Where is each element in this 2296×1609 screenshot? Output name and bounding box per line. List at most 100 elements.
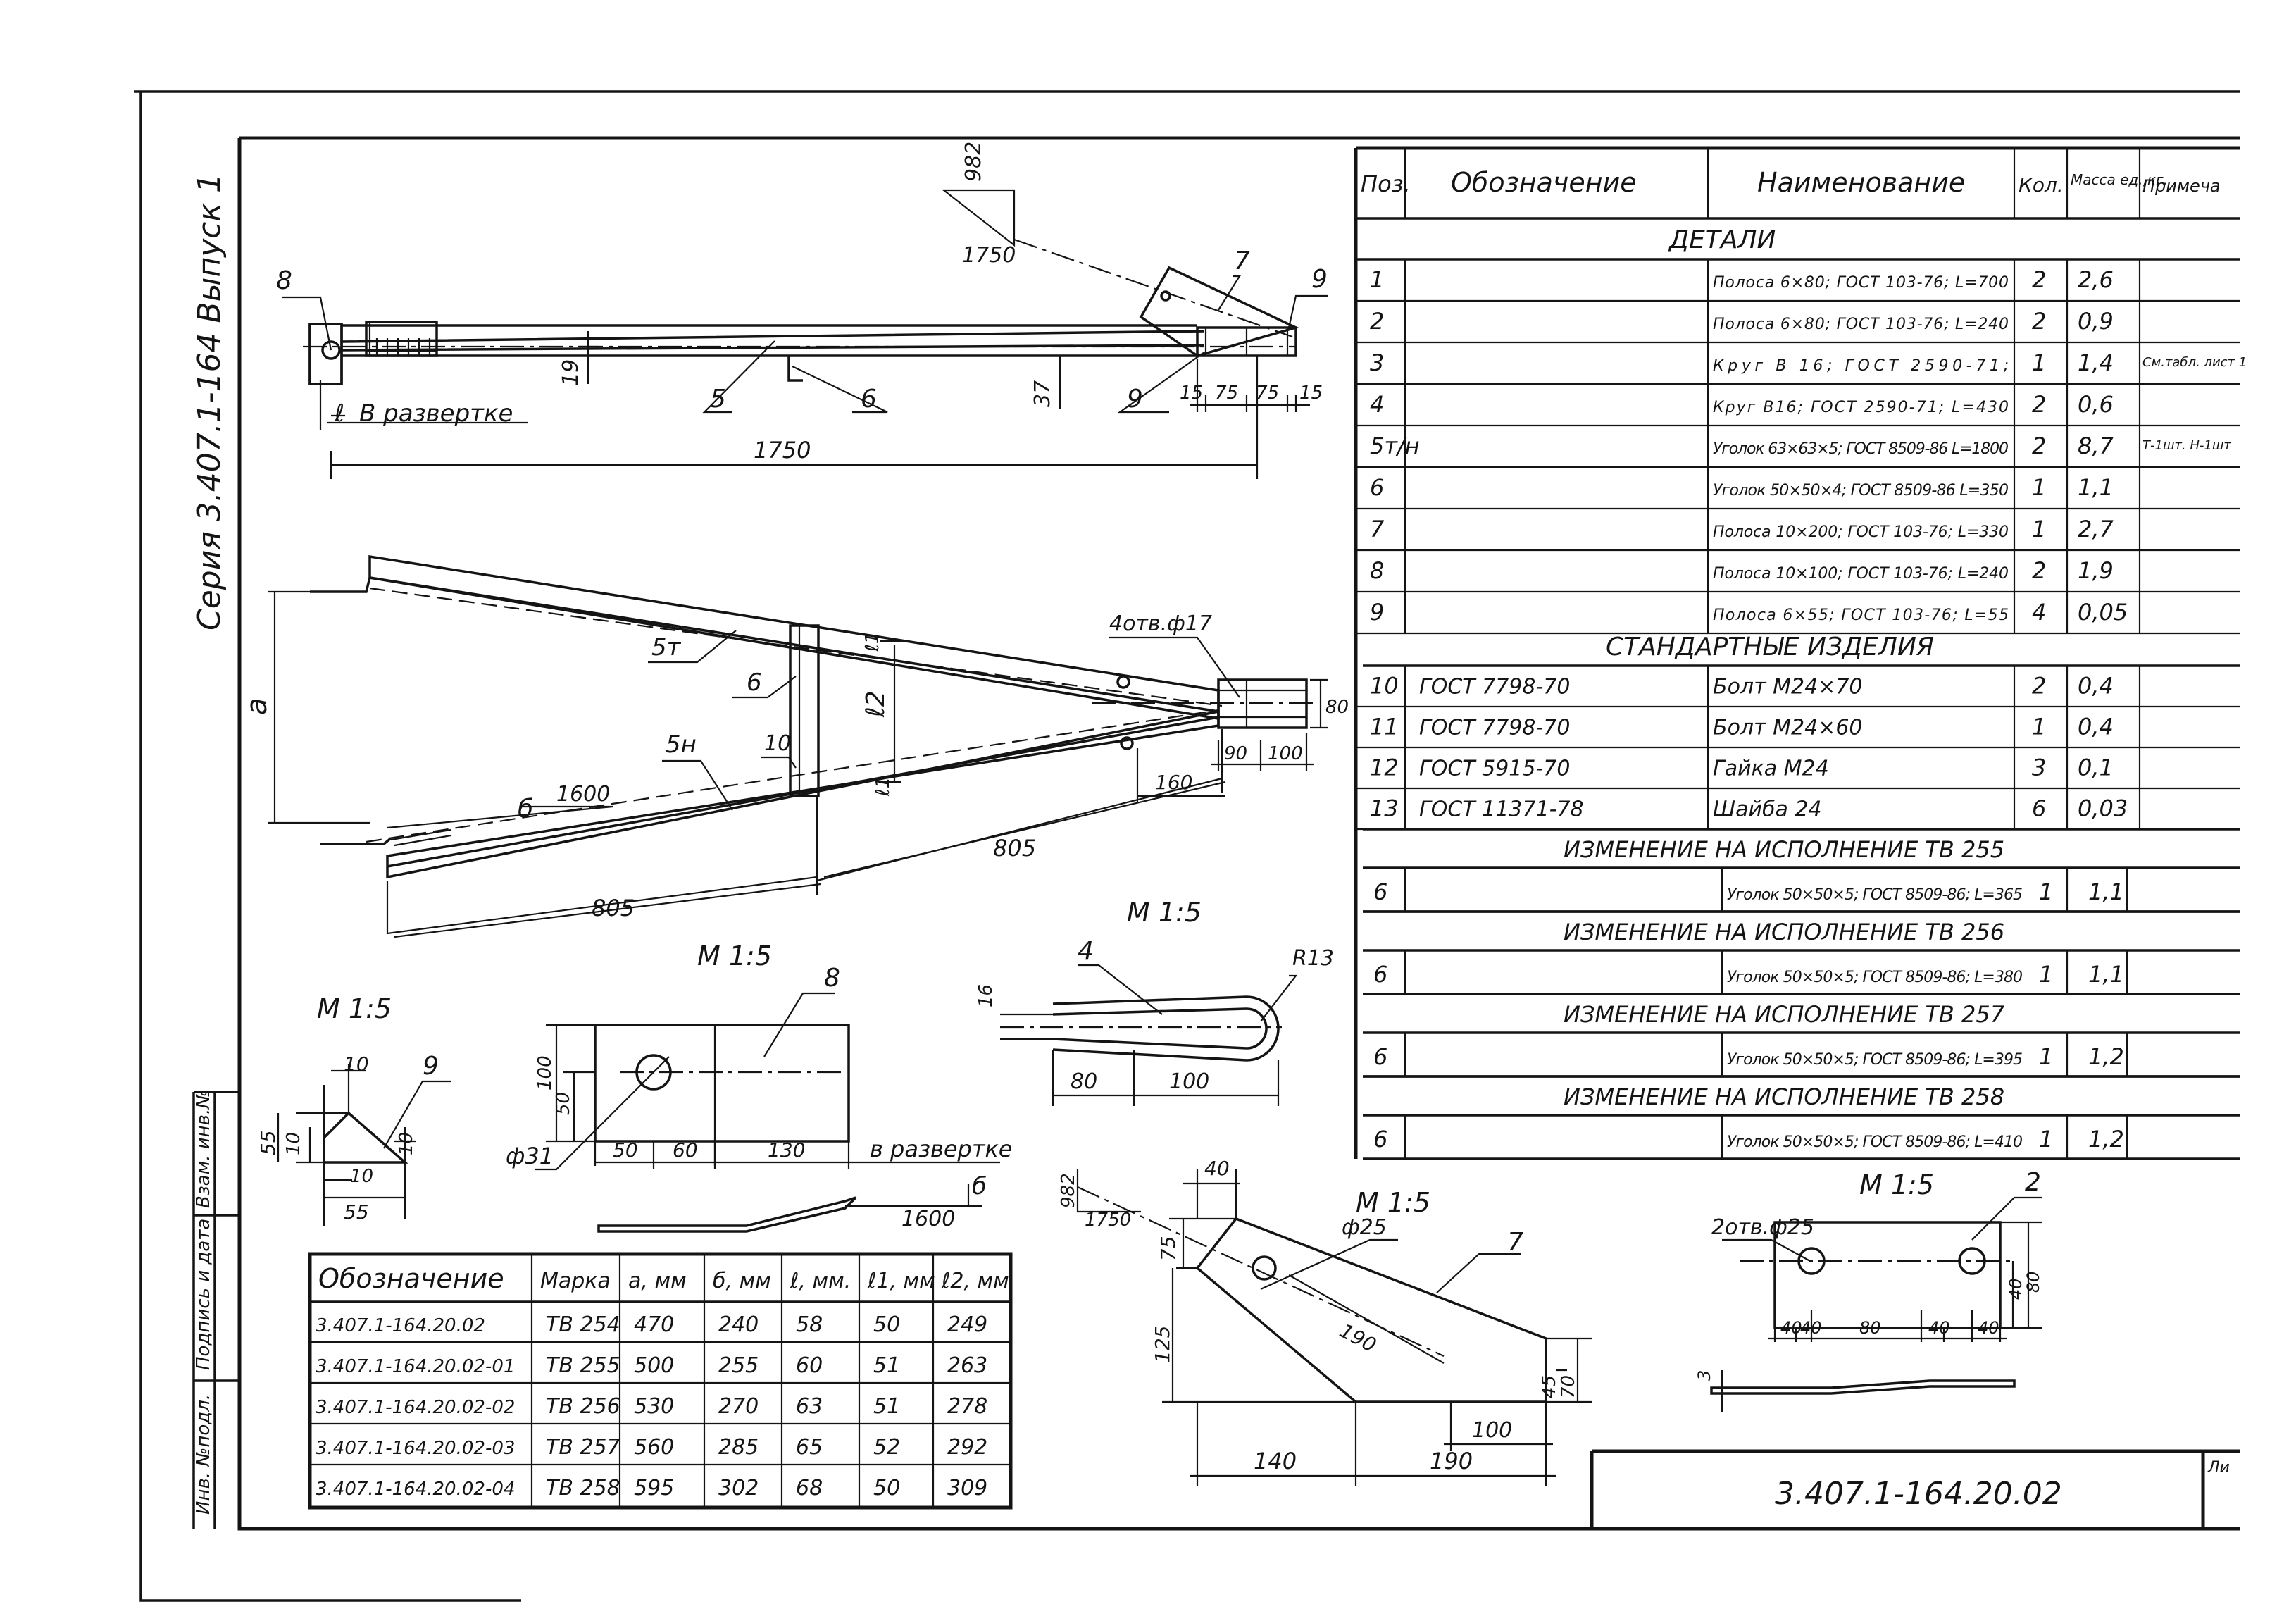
spec-qty: 1	[2032, 474, 2046, 501]
spec-qty: 2	[2032, 266, 2046, 293]
spec-name: Болт М24×70	[1713, 674, 1863, 699]
dim-55-h: 55	[344, 1200, 369, 1224]
callout-6: 6	[861, 385, 877, 414]
dim-19: 19	[559, 359, 583, 386]
variants-cell: 3.407.1-164.20.02	[316, 1315, 485, 1336]
dim-100: 100	[1268, 743, 1303, 764]
spec-pos: 10	[1370, 672, 1399, 699]
dim-55-v: 55	[256, 1130, 280, 1155]
unfolded-label: В развертке	[359, 399, 513, 428]
spec-mass: 1,4	[2078, 349, 2114, 376]
variants-cell: 51	[873, 1394, 900, 1419]
callout-2-detail: 2	[2025, 1168, 2041, 1197]
callout-4: 4	[1078, 937, 1094, 966]
spec-mass: 0,6	[2078, 391, 2114, 418]
variants-cell: 58	[796, 1312, 823, 1337]
dim-a: a	[241, 697, 273, 715]
variants-cell: 52	[873, 1435, 900, 1460]
spec-pos: 2	[1370, 308, 1384, 335]
change-name: Уголок 50×50×5; ГОСТ 8509-86; L=410	[1727, 1133, 2023, 1151]
change-qty: 1	[2039, 878, 2053, 905]
spec-qty: 2	[2032, 391, 2046, 418]
drawing-code: 3.407.1-164.20.02	[1775, 1476, 2062, 1512]
variants-cell: 3.407.1-164.20.02-03	[316, 1438, 515, 1459]
variants-cell: 309	[947, 1476, 987, 1501]
variants-cell: ТВ 254	[546, 1312, 620, 1337]
change-name: Уголок 50×50×5; ГОСТ 8509-86; L=380	[1727, 969, 2023, 986]
spec-mass: 0,4	[2078, 672, 2114, 699]
dim-75-d7: 75	[1156, 1236, 1180, 1261]
callout-8: 8	[276, 266, 292, 295]
series-label: Серия 3.407.1-164 Выпуск 1	[192, 173, 227, 630]
scale-label-2: М 1:5	[1127, 897, 1202, 928]
change-qty: 1	[2039, 1126, 2053, 1153]
scale-label-5: М 1:5	[1859, 1169, 1934, 1200]
variants-cell: ТВ 255	[546, 1353, 620, 1378]
dim-60-d8: 60	[673, 1138, 698, 1162]
variants-cell: 302	[718, 1476, 759, 1501]
dim-982-d7: 982	[1058, 1173, 1079, 1208]
dim-75a: 75	[1215, 383, 1238, 404]
dim-805-left: 805	[592, 895, 635, 921]
dim-l2: ℓ2	[861, 690, 890, 718]
spec-header-mass: Масса ед.,кг.	[2071, 171, 2168, 188]
change-title: ИЗМЕНЕНИЕ НА ИСПОЛНЕНИЕ ТВ 258	[1564, 1083, 2004, 1110]
spec-qty: 1	[2032, 349, 2046, 376]
dim-80-d2: 80	[1859, 1318, 1881, 1338]
dim-10-a: 10	[344, 1052, 369, 1076]
callout-7: 7	[1234, 247, 1250, 275]
dim-l1-top: ℓ1	[862, 633, 883, 652]
dim-70-d7: 70	[1558, 1375, 1579, 1398]
spec-name: Полоса 6×80; ГОСТ 103-76; L=240	[1713, 316, 2009, 333]
truss-drawing: a ℓ2 ℓ1 ℓ1 1600 б 805 805 160 90 100 80 …	[241, 554, 1349, 938]
variants-header-cell: ℓ, мм.	[790, 1269, 851, 1293]
spec-pos: 4	[1370, 391, 1384, 418]
change-name: Уголок 50×50×5; ГОСТ 8509-86; L=395	[1727, 1051, 2023, 1069]
spec-qty: 2	[2032, 308, 2046, 335]
spec-mass: 8,7	[2078, 433, 2114, 459]
dim-l-top: ℓ	[334, 399, 344, 428]
scale-label-4: М 1:5	[1356, 1187, 1430, 1218]
dim-40-d2b: 40	[1800, 1318, 1822, 1338]
spec-pos: 12	[1370, 754, 1399, 781]
spec-mass: 2,7	[2078, 516, 2114, 542]
variants-header-cell: ℓ2, мм	[941, 1269, 1009, 1293]
dim-l1-bot: ℓ1	[873, 777, 894, 797]
spec-pos: 13	[1370, 795, 1399, 821]
spec-mass: 0,1	[2078, 754, 2114, 781]
change-title: ИЗМЕНЕНИЕ НА ИСПОЛНЕНИЕ ТВ 255	[1564, 836, 2004, 863]
spec-pos: 8	[1370, 557, 1384, 584]
dim-140-d7: 140	[1254, 1448, 1297, 1474]
variants-cell: 595	[634, 1476, 674, 1501]
spec-qty: 2	[2032, 433, 2046, 459]
variants-cell: ТВ 258	[546, 1476, 620, 1501]
variants-cell: 285	[718, 1435, 759, 1460]
spec-pos: 3	[1370, 349, 1384, 376]
spec-header-qty: Кол.	[2019, 173, 2064, 197]
dim-1750-small: 1750	[962, 243, 1016, 268]
callout-5t: 5т	[651, 633, 682, 661]
variants-cell: ТВ 256	[546, 1394, 620, 1419]
spec-designation: ГОСТ 7798-70	[1419, 674, 1570, 699]
spec-pos: 6	[1370, 474, 1384, 501]
dim-50-d8h: 50	[613, 1138, 638, 1162]
sheet-label: Ли	[2207, 1459, 2230, 1477]
spec-name: Полоса 6×55; ГОСТ 103-76; L=55	[1713, 607, 2009, 624]
callout-9-detail: 9	[423, 1052, 439, 1081]
dim-75b: 75	[1256, 383, 1279, 404]
variants-cell: 560	[634, 1435, 674, 1460]
spec-note: Т-1шт. Н-1шт	[2142, 438, 2231, 453]
